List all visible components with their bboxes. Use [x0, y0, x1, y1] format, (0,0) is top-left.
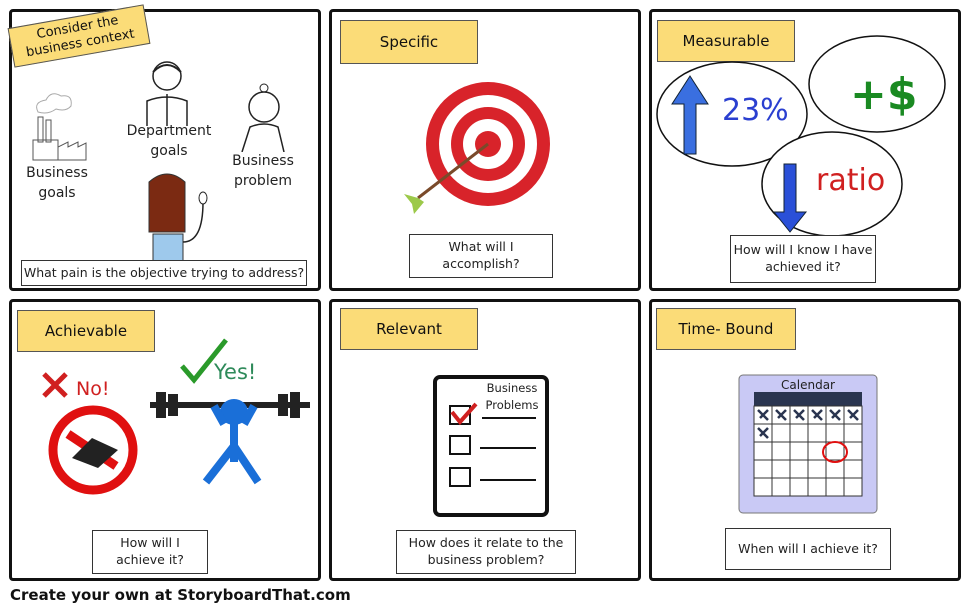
label-business-problem: Business problem [232, 153, 294, 189]
panel-title-relevant: Relevant [340, 308, 478, 350]
label-yes: Yes! [214, 360, 257, 384]
label-business-problems: Business Problems [485, 381, 539, 413]
caption-time-bound: When will I achieve it? [725, 528, 891, 570]
panel-title-time-bound: Time- Bound [656, 308, 796, 350]
no-sign-icon [42, 372, 138, 495]
panel-achievable: Achievable No! Yes! How will I achieve i… [9, 299, 321, 581]
clouds-illustration [656, 35, 946, 237]
label-ratio: ratio [816, 163, 886, 198]
checklist-icon [433, 375, 549, 517]
arrow-down-icon [772, 163, 808, 233]
caption-measurable: How will I know I have achieved it? [730, 235, 876, 283]
panel-title-measurable: Measurable [657, 20, 795, 62]
label-plus-dollar: +$ [850, 69, 918, 120]
caption-business-context: What pain is the objective trying to add… [21, 260, 307, 286]
label-business-goals: Business goals [26, 165, 88, 201]
caption-achievable: How will I achieve it? [92, 530, 208, 574]
weightlifter-icon [150, 338, 310, 485]
arrow-up-icon [671, 75, 709, 155]
caption-relevant: How does it relate to the business probl… [396, 530, 576, 574]
factory-icon [32, 93, 87, 161]
panel-specific: Specific What will I accomplish? [329, 9, 641, 291]
panel-title-specific: Specific [340, 20, 478, 64]
calendar-icon [738, 374, 878, 514]
panel-relevant: Relevant Business Problems How does it r… [329, 299, 641, 581]
label-calendar: Calendar [781, 378, 835, 392]
label-no: No! [76, 378, 110, 400]
caption-specific: What will I accomplish? [409, 234, 553, 278]
businesswoman-figure [241, 83, 285, 152]
woman-figure [148, 173, 208, 262]
label-23-percent: 23% [722, 93, 789, 128]
footer-storyboardthat-link[interactable]: Create your own at StoryboardThat.com [10, 586, 351, 604]
panel-title-achievable: Achievable [17, 310, 155, 352]
panel-measurable: Measurable 23% +$ ratio How will I know … [649, 9, 961, 291]
panel-time-bound: Time- Bound Calendar When will I achieve… [649, 299, 961, 581]
label-department-goals: Department goals [126, 123, 212, 159]
panel-business-context: Business goals Department goals Business… [9, 9, 321, 291]
manager-figure [146, 61, 188, 126]
target-icon [404, 82, 550, 214]
